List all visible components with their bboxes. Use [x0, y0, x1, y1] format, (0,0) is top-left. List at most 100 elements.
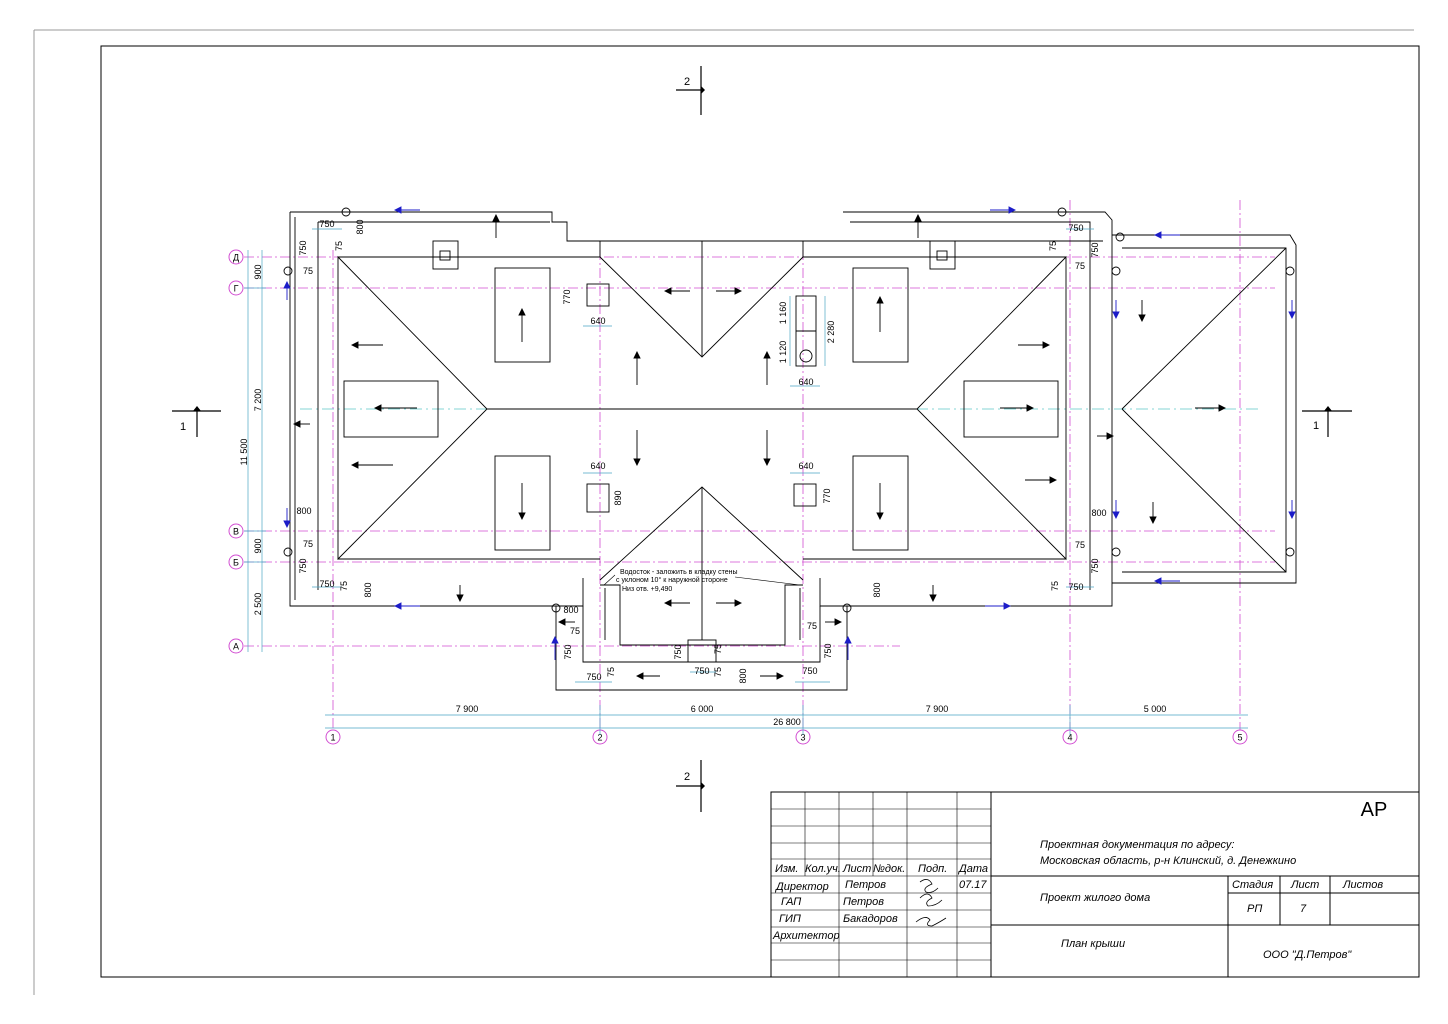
header-data: Дата [957, 863, 988, 875]
stage-value: РП [1247, 903, 1262, 915]
dim-75: 75 [1050, 581, 1060, 591]
address-line-2: Московская область, р-н Клинский, д. Ден… [1040, 855, 1296, 867]
gutter-arrows [283, 206, 1296, 660]
cut-mark-left: 1 [172, 406, 221, 437]
dim-750: 750 [802, 666, 817, 676]
col-axis-label: 5 [1237, 733, 1242, 743]
axis-grid [244, 200, 1275, 730]
dim-750: 750 [823, 643, 833, 658]
header-list: Лист [842, 863, 871, 875]
name-gip: Бакадоров [843, 913, 898, 925]
dim-1120: 1 120 [778, 341, 788, 364]
roof-outline [283, 207, 1297, 691]
dim-75: 75 [339, 581, 349, 591]
cut-label-left: 1 [180, 421, 186, 433]
dim-750: 750 [298, 240, 308, 255]
dim-span-4: 5 000 [1144, 704, 1167, 714]
dim-800: 800 [355, 219, 365, 234]
col-axis-label: 4 [1067, 733, 1072, 743]
dim-800: 800 [363, 582, 373, 597]
dim-770: 770 [562, 289, 572, 304]
header-ndoc: №док. [873, 863, 905, 875]
dim-800: 800 [872, 582, 882, 597]
dim-750: 750 [1068, 223, 1083, 233]
dim-890: 890 [613, 490, 623, 505]
row-axis-bubbles: Д Г В Б А [228, 249, 244, 654]
col-axis-label: 3 [800, 733, 805, 743]
dim-75: 75 [1048, 241, 1058, 251]
note-line-1: Водосток - заложить в кладку стены [620, 569, 738, 576]
sheet-title: План крыши [1061, 938, 1125, 950]
row-axis-label: Г [234, 284, 239, 294]
drawing-frame [100, 45, 1420, 978]
dim-vert-2500: 2 500 [253, 593, 263, 616]
dim-750: 750 [1090, 558, 1100, 573]
dim-750: 750 [1090, 242, 1100, 257]
role-gip: ГИП [779, 913, 801, 925]
cut-label-bottom: 2 [684, 771, 690, 783]
dim-750: 750 [319, 579, 334, 589]
role-gap: ГАП [781, 896, 801, 908]
dim-640: 640 [798, 461, 813, 471]
note-line-3: Низ отв. +9,490 [622, 586, 672, 593]
row-axis-label: А [233, 642, 239, 652]
role-director: Директор [774, 881, 829, 893]
dim-vert-900b: 900 [253, 538, 263, 553]
dim-75: 75 [713, 644, 723, 654]
cut-mark-right: 1 [1302, 406, 1352, 437]
sheet-value: 7 [1300, 903, 1307, 915]
col-axis-label: 2 [597, 733, 602, 743]
address-line-1: Проектная документация по адресу: [1040, 839, 1234, 851]
sheets-label: Листов [1342, 879, 1383, 891]
downspout-note: Водосток - заложить в кладку стены с укл… [603, 569, 801, 593]
dim-750: 750 [319, 219, 334, 229]
dim-vert-900: 900 [253, 264, 263, 279]
dim-overall-width: 26 800 [773, 717, 801, 727]
col-axis-bubbles: 1 2 3 4 5 [325, 729, 1248, 745]
dim-800: 800 [738, 668, 748, 683]
dim-750: 750 [673, 644, 683, 659]
dimension-texts: 7 900 6 000 7 900 5 000 26 800 900 7 200… [239, 219, 1166, 727]
dim-span-2: 6 000 [691, 704, 714, 714]
cut-mark-top: 2 [676, 66, 705, 115]
role-architect: Архитектор [772, 930, 840, 942]
name-gap: Петров [843, 896, 884, 908]
dim-vert-7200: 7 200 [253, 389, 263, 412]
dim-800: 800 [1091, 508, 1106, 518]
sign-date: 07.17 [959, 879, 987, 891]
cut-label-top: 2 [684, 76, 690, 88]
cut-mark-bottom: 2 [676, 760, 705, 812]
row-axis-label: Д [233, 253, 239, 263]
dim-770: 770 [822, 488, 832, 503]
dim-75: 75 [303, 539, 313, 549]
dim-750: 750 [694, 666, 709, 676]
dimension-lines [244, 228, 1248, 735]
dim-span-3: 7 900 [926, 704, 949, 714]
project-name: Проект жилого дома [1040, 892, 1150, 904]
dim-800: 800 [296, 506, 311, 516]
title-block: АР Проектная документация по адресу: Мос… [770, 791, 1420, 978]
dim-overall-height: 11 500 [239, 439, 249, 466]
signatures [915, 879, 947, 927]
dim-1160: 1 160 [778, 302, 788, 325]
note-line-2: с уклоном 10° к наружной стороне [616, 576, 728, 584]
dim-640: 640 [590, 316, 605, 326]
dim-750: 750 [298, 558, 308, 573]
dim-2280: 2 280 [826, 321, 836, 344]
cut-label-right: 1 [1313, 420, 1319, 432]
row-axis-label: Б [233, 558, 239, 568]
dim-75: 75 [807, 621, 817, 631]
header-izm: Изм. [775, 863, 798, 875]
slope-arrows [292, 213, 1227, 680]
outer-sheet-edge [33, 29, 1414, 995]
row-axis-label: В [233, 527, 239, 537]
dim-75: 75 [1075, 261, 1085, 271]
dim-75: 75 [303, 266, 313, 276]
stage-label: Стадия [1232, 879, 1273, 891]
col-axis-label: 1 [330, 733, 335, 743]
dim-750: 750 [586, 672, 601, 682]
dim-75: 75 [334, 241, 344, 251]
dim-75: 75 [606, 667, 616, 677]
dim-750: 750 [563, 644, 573, 659]
